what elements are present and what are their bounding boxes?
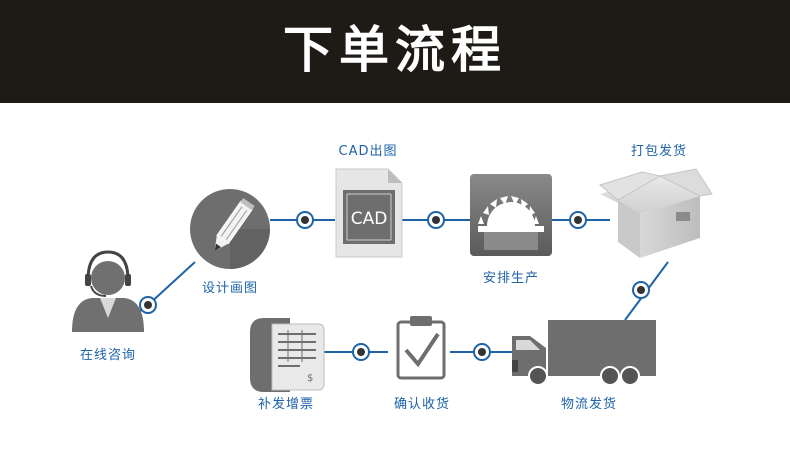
connector-dot bbox=[569, 211, 587, 229]
cad-document-icon: CAD bbox=[335, 168, 403, 258]
connector-dots bbox=[139, 211, 650, 361]
connector-dot bbox=[352, 343, 370, 361]
header-banner: 下单流程 bbox=[0, 0, 790, 103]
label-design-drawing: 设计画图 bbox=[201, 281, 258, 296]
cad-icon-text: CAD bbox=[351, 209, 388, 229]
invoice-icon: $ bbox=[250, 318, 325, 392]
connector-dot bbox=[427, 211, 445, 229]
svg-text:$: $ bbox=[307, 373, 313, 384]
connector-dot bbox=[139, 296, 157, 314]
label-invoice: 补发增票 bbox=[257, 397, 314, 412]
label-cad-output: CAD出图 bbox=[338, 144, 398, 159]
truck-icon bbox=[512, 320, 656, 386]
label-logistics: 物流发货 bbox=[560, 397, 617, 412]
connector-dot bbox=[473, 343, 491, 361]
label-online-consult: 在线咨询 bbox=[79, 348, 136, 363]
label-pack-ship: 打包发货 bbox=[630, 144, 687, 159]
clipboard-check-icon bbox=[396, 316, 446, 380]
cardboard-box-icon bbox=[598, 168, 713, 258]
label-confirm-receipt: 确认收货 bbox=[393, 397, 450, 412]
connector-dot bbox=[632, 281, 650, 299]
headset-person-icon bbox=[72, 250, 144, 332]
saw-blade-icon bbox=[470, 174, 552, 256]
connector-dot bbox=[296, 211, 314, 229]
page-title: 下单流程 bbox=[283, 21, 507, 79]
label-arrange-production: 安排生产 bbox=[482, 271, 539, 286]
pencil-icon bbox=[190, 189, 270, 269]
